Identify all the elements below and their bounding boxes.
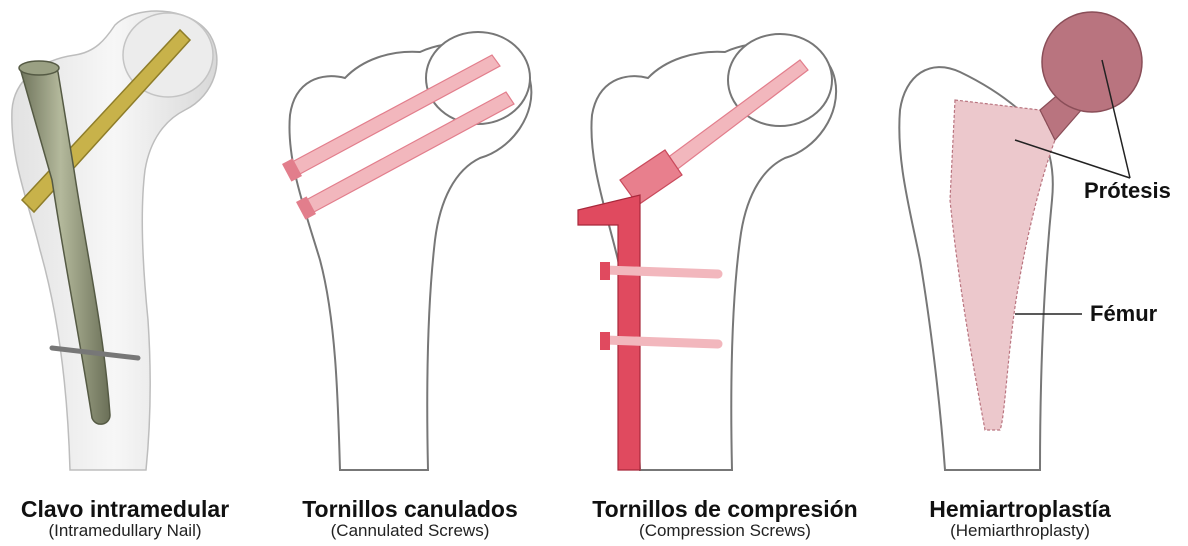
illustrations (0, 0, 1188, 490)
caption-hemiarthroplasty: Hemiartroplastía (Hemiarthroplasty) (890, 497, 1150, 541)
screw-head-1 (600, 262, 610, 280)
panel-4-femur (899, 12, 1142, 470)
caption-cannulated-screws: Tornillos canulados (Cannulated Screws) (270, 497, 550, 541)
prosthesis-head (1042, 12, 1142, 112)
femur-label: Fémur (1090, 301, 1157, 327)
caption-title: Hemiartroplastía (890, 497, 1150, 522)
cortical-screw-2 (605, 340, 718, 344)
caption-subtitle: (Compression Screws) (570, 522, 880, 541)
caption-subtitle: (Intramedullary Nail) (0, 522, 250, 541)
caption-title: Tornillos de compresión (570, 497, 880, 522)
panel-2-femur (282, 32, 531, 470)
caption-compression-screws: Tornillos de compresión (Compression Scr… (570, 497, 880, 541)
prosthesis-label: Prótesis (1084, 178, 1171, 204)
caption-subtitle: (Hemiarthroplasty) (890, 522, 1150, 541)
caption-intramedullary-nail: Clavo intramedular (Intramedullary Nail) (0, 497, 250, 541)
caption-subtitle: (Cannulated Screws) (270, 522, 550, 541)
caption-title: Clavo intramedular (0, 497, 250, 522)
panel-3-femur (578, 34, 836, 470)
nail-cap (19, 61, 59, 75)
screw-head-2 (600, 332, 610, 350)
caption-title: Tornillos canulados (270, 497, 550, 522)
panel-1-femur (12, 11, 217, 470)
cortical-screw-1 (605, 270, 718, 274)
